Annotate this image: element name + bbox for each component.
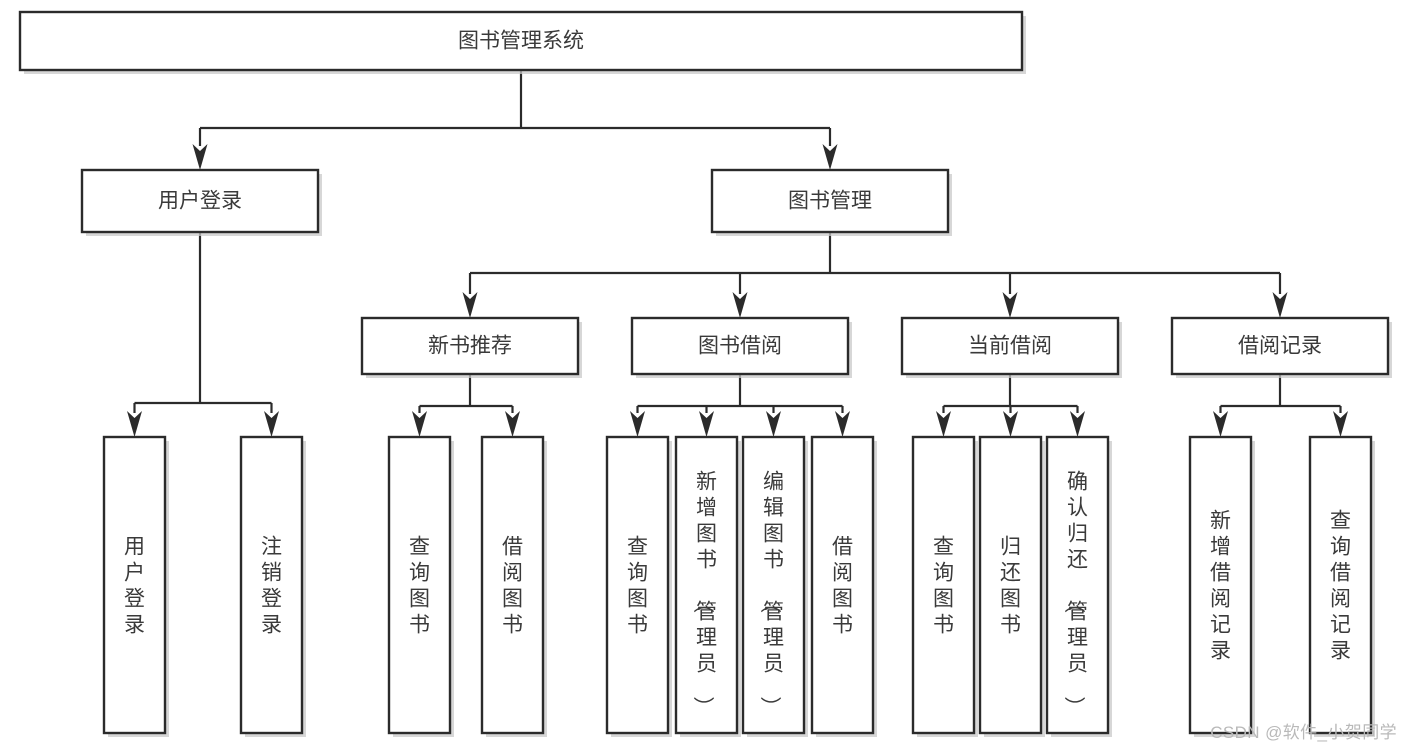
node-leaf-borrow-query[interactable]: 查询图书 xyxy=(605,435,672,737)
arrow-head-icon xyxy=(505,411,520,437)
node-box[interactable] xyxy=(1308,435,1373,735)
node-leaf-new-borrow[interactable]: 借阅图书 xyxy=(480,435,547,737)
node-leaf-user-login[interactable]: 用户登录 xyxy=(102,435,169,737)
node-leaf-borrow-edit[interactable]: 编辑图书（管理员） xyxy=(741,435,808,737)
arrow-head-icon xyxy=(732,292,748,318)
node-bookmgmt[interactable]: 图书管理 xyxy=(710,168,952,236)
arrow-head-icon xyxy=(127,411,142,437)
node-leaf-borrow-add[interactable]: 新增图书（管理员） xyxy=(674,435,741,737)
node-label: 图书管理系统 xyxy=(458,30,584,53)
arrow-head-icon xyxy=(1333,411,1348,437)
node-leaf-rec-query[interactable]: 查询借阅记录 xyxy=(1308,435,1375,737)
node-box[interactable] xyxy=(911,435,976,735)
arrow-head-icon xyxy=(1070,411,1085,437)
node-newbook[interactable]: 新书推荐 xyxy=(360,316,582,378)
node-label: 新增借阅记录 xyxy=(1210,509,1231,662)
node-box[interactable] xyxy=(102,435,167,735)
node-label: 查询借阅记录 xyxy=(1330,509,1351,662)
node-label: 借阅图书 xyxy=(832,535,853,636)
node-borrow[interactable]: 图书借阅 xyxy=(630,316,852,378)
node-box[interactable] xyxy=(480,435,545,735)
arrow-head-icon xyxy=(835,411,850,437)
node-leaf-rec-add[interactable]: 新增借阅记录 xyxy=(1188,435,1255,737)
node-label: 新书推荐 xyxy=(428,335,512,358)
node-label: 当前借阅 xyxy=(968,335,1052,358)
arrow-head-icon xyxy=(192,144,208,170)
node-root[interactable]: 图书管理系统 xyxy=(18,10,1026,74)
node-login[interactable]: 用户登录 xyxy=(80,168,322,236)
arrow-head-icon xyxy=(462,292,478,318)
node-label: 查询图书 xyxy=(627,535,648,636)
node-box[interactable] xyxy=(900,316,1120,376)
node-leaf-borrow-lend[interactable]: 借阅图书 xyxy=(810,435,877,737)
node-label: 借阅图书 xyxy=(502,535,523,636)
node-box[interactable] xyxy=(239,435,304,735)
node-box[interactable] xyxy=(1045,435,1110,735)
node-box[interactable] xyxy=(80,168,320,234)
node-label: 图书借阅 xyxy=(698,335,782,358)
arrow-head-icon xyxy=(1272,292,1288,318)
arrow-head-icon xyxy=(264,411,279,437)
node-label: 确认归还（管理员） xyxy=(1062,470,1088,717)
nodes-layer: 图书管理系统用户登录图书管理新书推荐图书借阅当前借阅借阅记录用户登录注销登录查询… xyxy=(18,10,1392,737)
node-box[interactable] xyxy=(605,435,670,735)
arrow-head-icon xyxy=(1213,411,1228,437)
node-label: 归还图书 xyxy=(1000,535,1021,636)
node-box[interactable] xyxy=(674,435,739,735)
arrow-head-icon xyxy=(699,411,714,437)
node-box[interactable] xyxy=(630,316,850,376)
node-box[interactable] xyxy=(978,435,1043,735)
arrow-head-icon xyxy=(630,411,645,437)
node-label: 查询图书 xyxy=(409,535,430,636)
arrow-head-icon xyxy=(1003,411,1018,437)
node-box[interactable] xyxy=(360,316,580,376)
arrow-head-icon xyxy=(1002,292,1018,318)
node-label: 查询图书 xyxy=(933,535,954,636)
arrow-head-icon xyxy=(822,144,838,170)
node-leaf-cur-return[interactable]: 归还图书 xyxy=(978,435,1045,737)
node-current[interactable]: 当前借阅 xyxy=(900,316,1122,378)
node-box[interactable] xyxy=(1188,435,1253,735)
node-leaf-cur-query[interactable]: 查询图书 xyxy=(911,435,978,737)
node-leaf-cur-confirm[interactable]: 确认归还（管理员） xyxy=(1045,435,1112,737)
node-label: 借阅记录 xyxy=(1238,335,1322,358)
node-leaf-new-query[interactable]: 查询图书 xyxy=(387,435,454,737)
node-box[interactable] xyxy=(18,10,1024,72)
arrow-head-icon xyxy=(412,411,427,437)
node-label: 注销登录 xyxy=(261,535,282,636)
node-box[interactable] xyxy=(387,435,452,735)
node-leaf-user-logout[interactable]: 注销登录 xyxy=(239,435,306,737)
node-box[interactable] xyxy=(710,168,950,234)
arrow-head-icon xyxy=(766,411,781,437)
node-box[interactable] xyxy=(1170,316,1390,376)
node-label: 用户登录 xyxy=(158,190,242,213)
node-label: 用户登录 xyxy=(124,535,145,636)
node-record[interactable]: 借阅记录 xyxy=(1170,316,1392,378)
node-box[interactable] xyxy=(741,435,806,735)
node-label: 图书管理 xyxy=(788,190,872,213)
connectors-layer xyxy=(127,70,1348,437)
node-box[interactable] xyxy=(810,435,875,735)
node-label: 新增图书（管理员） xyxy=(691,470,717,717)
node-label: 编辑图书（管理员） xyxy=(758,470,784,717)
arrow-head-icon xyxy=(936,411,951,437)
